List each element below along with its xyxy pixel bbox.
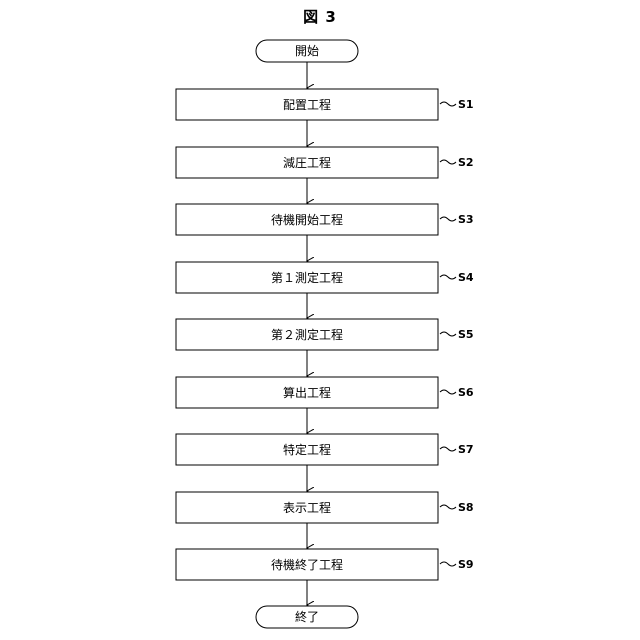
- step-s1: 配置工程 S1: [176, 89, 474, 120]
- step-s4-label: 第１測定工程: [271, 270, 343, 285]
- step-s2-label: 減圧工程: [283, 155, 331, 170]
- step-s6-label: 算出工程: [283, 385, 331, 400]
- step-s9-label: 待機終了工程: [271, 557, 343, 572]
- step-s4-leader: [440, 275, 456, 279]
- step-s7: 特定工程 S7: [176, 434, 474, 465]
- step-s8-leader: [440, 505, 456, 509]
- step-s9: 待機終了工程 S9: [176, 549, 474, 580]
- step-s4-id: S4: [458, 271, 474, 284]
- step-s6-id: S6: [458, 386, 474, 399]
- step-s9-leader: [440, 562, 456, 566]
- step-s2-leader: [440, 160, 456, 164]
- step-s5-id: S5: [458, 328, 474, 341]
- step-s3-label: 待機開始工程: [271, 212, 343, 227]
- end-terminal-label: 終了: [295, 609, 319, 624]
- step-s5-leader: [440, 332, 456, 336]
- step-s9-id: S9: [458, 558, 474, 571]
- step-s2-id: S2: [458, 156, 474, 169]
- step-s1-leader: [440, 102, 456, 106]
- end-terminal: 終了: [256, 606, 358, 628]
- step-s4: 第１測定工程 S4: [176, 262, 474, 293]
- step-s2: 減圧工程 S2: [176, 147, 474, 178]
- step-s6-leader: [440, 390, 456, 394]
- step-s8-id: S8: [458, 501, 474, 514]
- step-s5: 第２測定工程 S5: [176, 319, 474, 350]
- step-s7-id: S7: [458, 443, 474, 456]
- step-s3: 待機開始工程 S3: [176, 204, 474, 235]
- step-s1-label: 配置工程: [283, 97, 331, 112]
- start-terminal: 開始: [256, 40, 358, 62]
- step-s8-label: 表示工程: [283, 500, 331, 515]
- step-s7-leader: [440, 447, 456, 451]
- step-s1-id: S1: [458, 98, 474, 111]
- step-s6: 算出工程 S6: [176, 377, 474, 408]
- step-s3-id: S3: [458, 213, 474, 226]
- step-s3-leader: [440, 217, 456, 221]
- start-terminal-label: 開始: [295, 44, 319, 58]
- step-s7-label: 特定工程: [283, 442, 331, 457]
- step-s8: 表示工程 S8: [176, 492, 474, 523]
- step-s5-label: 第２測定工程: [271, 327, 343, 342]
